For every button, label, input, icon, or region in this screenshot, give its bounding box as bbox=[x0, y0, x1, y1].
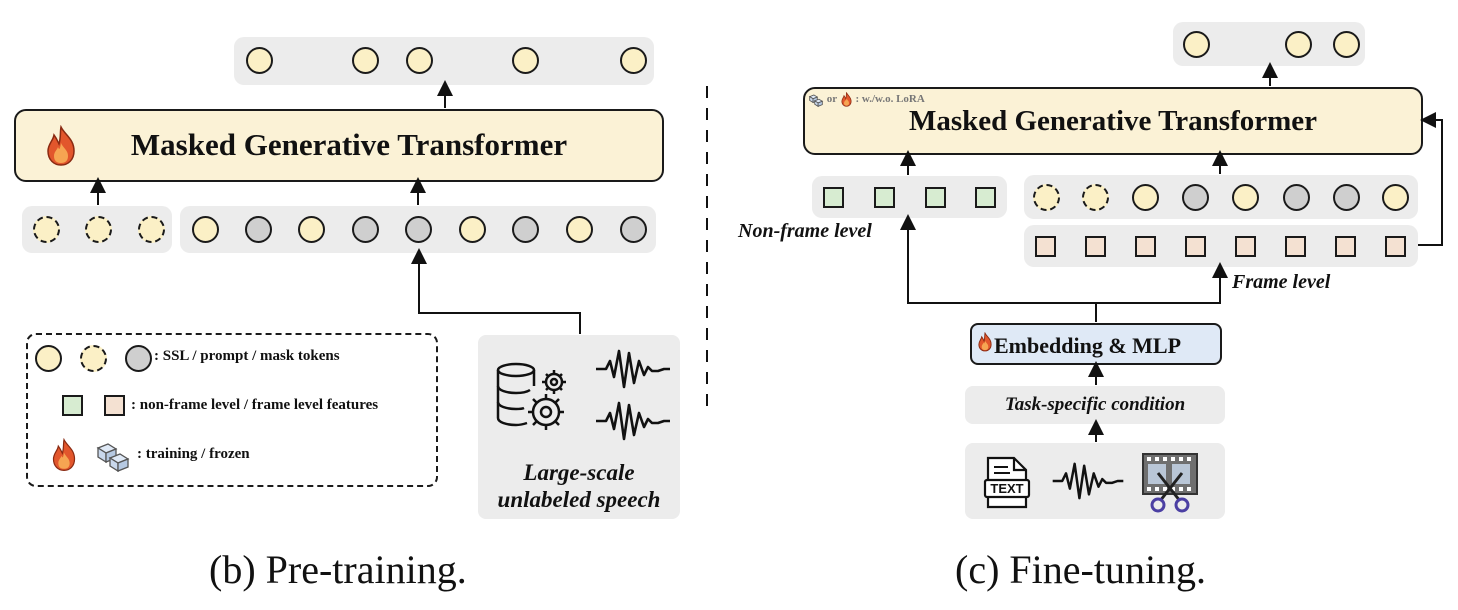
data-source-label-line1: Large-scale bbox=[523, 460, 635, 485]
ssl-token bbox=[192, 216, 219, 243]
task-condition-strip bbox=[965, 386, 1225, 424]
lora-note-suffix: : w./w.o. LoRA bbox=[855, 93, 925, 106]
legend-ssl-token bbox=[35, 345, 62, 372]
pretrain-output-strip bbox=[234, 37, 654, 85]
mask-token bbox=[405, 216, 432, 243]
frame-feature bbox=[1035, 236, 1056, 257]
legend-non-frame-square bbox=[62, 395, 83, 416]
non-frame-feature bbox=[874, 187, 895, 208]
ice-cubes-icon bbox=[808, 93, 824, 107]
ssl-token bbox=[298, 216, 325, 243]
legend-box bbox=[26, 333, 438, 487]
ice-cubes-icon bbox=[94, 440, 132, 477]
frame-feature bbox=[1135, 236, 1156, 257]
data-source-label-line2: unlabeled speech bbox=[497, 487, 661, 512]
flame-icon bbox=[50, 437, 78, 477]
output-token bbox=[406, 47, 433, 74]
mask-token bbox=[1333, 184, 1360, 211]
frame-feature bbox=[1335, 236, 1356, 257]
output-token bbox=[620, 47, 647, 74]
flame-icon bbox=[841, 91, 852, 107]
task-condition-label: Task-specific condition bbox=[1004, 394, 1186, 415]
prompt-token bbox=[33, 216, 60, 243]
frame-feature bbox=[1235, 236, 1256, 257]
output-token bbox=[352, 47, 379, 74]
flame-icon bbox=[977, 331, 993, 357]
text-icon-label: TEXT bbox=[990, 481, 1024, 496]
frame-feature bbox=[1285, 236, 1306, 257]
prompt-token bbox=[1082, 184, 1109, 211]
output-token bbox=[246, 47, 273, 74]
finetuning-caption: (c) Fine-tuning. bbox=[955, 547, 1207, 592]
prompt-token bbox=[138, 216, 165, 243]
database-gear-icon bbox=[494, 360, 576, 441]
legend-features-text: : non-frame level / frame level features bbox=[131, 397, 379, 413]
legend-prompt-token bbox=[80, 345, 107, 372]
legend-mask-token bbox=[125, 345, 152, 372]
text-file-icon: TEXT bbox=[982, 455, 1032, 515]
frame-feature bbox=[1385, 236, 1406, 257]
frame-feature bbox=[1185, 236, 1206, 257]
finetune-transformer-block: or : w./w.o. LoRA Masked Generative Tran… bbox=[803, 87, 1423, 155]
pretrain-transformer-title: Masked Generative Transformer bbox=[130, 127, 568, 162]
output-token bbox=[1285, 31, 1312, 58]
mask-token bbox=[512, 216, 539, 243]
non-frame-feature-strip bbox=[812, 176, 1007, 218]
ssl-token bbox=[459, 216, 486, 243]
embedding-mlp-label: Embedding & MLP bbox=[994, 333, 1182, 358]
ssl-token bbox=[566, 216, 593, 243]
ssl-token bbox=[1382, 184, 1409, 211]
output-token bbox=[1183, 31, 1210, 58]
non-frame-feature bbox=[823, 187, 844, 208]
prompt-token bbox=[85, 216, 112, 243]
finetune-transformer-title: Masked Generative Transformer bbox=[908, 105, 1318, 137]
frame-feature bbox=[1085, 236, 1106, 257]
mask-token bbox=[1182, 184, 1209, 211]
mask-token bbox=[352, 216, 379, 243]
flame-icon bbox=[44, 124, 78, 172]
pretraining-caption: (b) Pre-training. bbox=[209, 547, 467, 592]
non-frame-feature bbox=[925, 187, 946, 208]
mask-token bbox=[620, 216, 647, 243]
waveform-icon bbox=[594, 399, 672, 448]
ssl-token bbox=[1132, 184, 1159, 211]
waveform-icon bbox=[594, 347, 672, 396]
mask-token bbox=[1283, 184, 1310, 211]
non-frame-feature bbox=[975, 187, 996, 208]
lora-note-or: or bbox=[826, 93, 837, 106]
legend-training-text: : training / frozen bbox=[137, 446, 250, 462]
output-token bbox=[512, 47, 539, 74]
mask-token bbox=[245, 216, 272, 243]
ssl-token bbox=[1232, 184, 1259, 211]
lora-note: or : w./w.o. LoRA bbox=[808, 91, 925, 107]
frame-level-label: Frame level bbox=[1232, 271, 1331, 293]
non-frame-level-label: Non-frame level bbox=[738, 220, 872, 242]
legend-frame-square bbox=[104, 395, 125, 416]
legend-tokens-text: : SSL / prompt / mask tokens bbox=[154, 348, 340, 364]
film-scissors-icon bbox=[1140, 451, 1202, 518]
data-source-box bbox=[478, 335, 680, 519]
waveform-icon bbox=[1050, 460, 1126, 507]
pretrain-transformer-block: Masked Generative Transformer bbox=[14, 109, 664, 182]
output-token bbox=[1333, 31, 1360, 58]
prompt-token bbox=[1033, 184, 1060, 211]
